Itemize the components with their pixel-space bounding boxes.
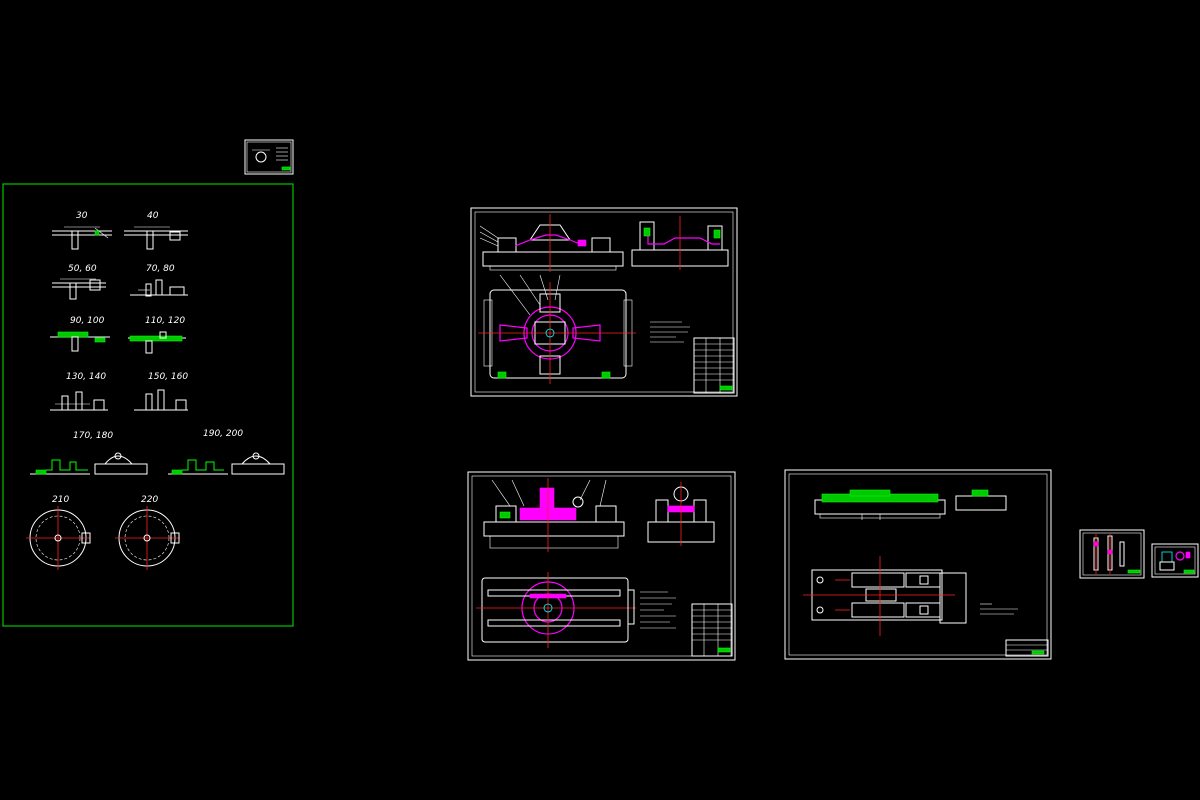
part-label-90-100: 90, 100 [70,316,105,326]
part-label-30: 30 [76,211,88,221]
part-drawing-30 [52,226,112,250]
part-drawing-110-120 [128,331,186,354]
part-drawing-170-180 [30,452,148,475]
part-label-220: 220 [141,495,158,505]
part-label-190-200: 190, 200 [203,429,243,439]
part-label-70-80: 70, 80 [146,264,175,274]
small-sheet-right-2 [1151,543,1199,578]
part-label-130-140: 130, 140 [66,372,106,382]
part-drawing-190-200 [168,452,285,475]
part-drawing-50-60 [52,278,106,300]
part-drawing-70-80 [130,279,188,297]
part-drawing-90-100 [50,331,110,352]
assembly-sheet-c [784,469,1052,660]
thumbnail-sheet-top [244,139,294,175]
part-label-110-120: 110, 120 [145,316,185,326]
assembly-sheet-b [467,471,736,661]
part-drawing-220 [115,506,180,570]
part-label-210: 210 [52,495,69,505]
part-label-170-180: 170, 180 [73,431,113,441]
part-drawing-210 [26,506,91,570]
parts-sheet-frame [2,183,294,627]
part-label-50-60: 50, 60 [68,264,97,274]
small-sheet-right-1 [1079,529,1145,579]
part-drawing-130-140 [50,391,108,411]
part-label-40: 40 [147,211,159,221]
part-drawing-40 [124,226,188,250]
assembly-sheet-a [470,207,738,397]
part-label-150-160: 150, 160 [148,372,188,382]
part-drawing-150-160 [134,389,188,411]
parts-sheet: 30 40 50, 60 70, 80 90, 100 110, 120 130… [2,183,294,627]
